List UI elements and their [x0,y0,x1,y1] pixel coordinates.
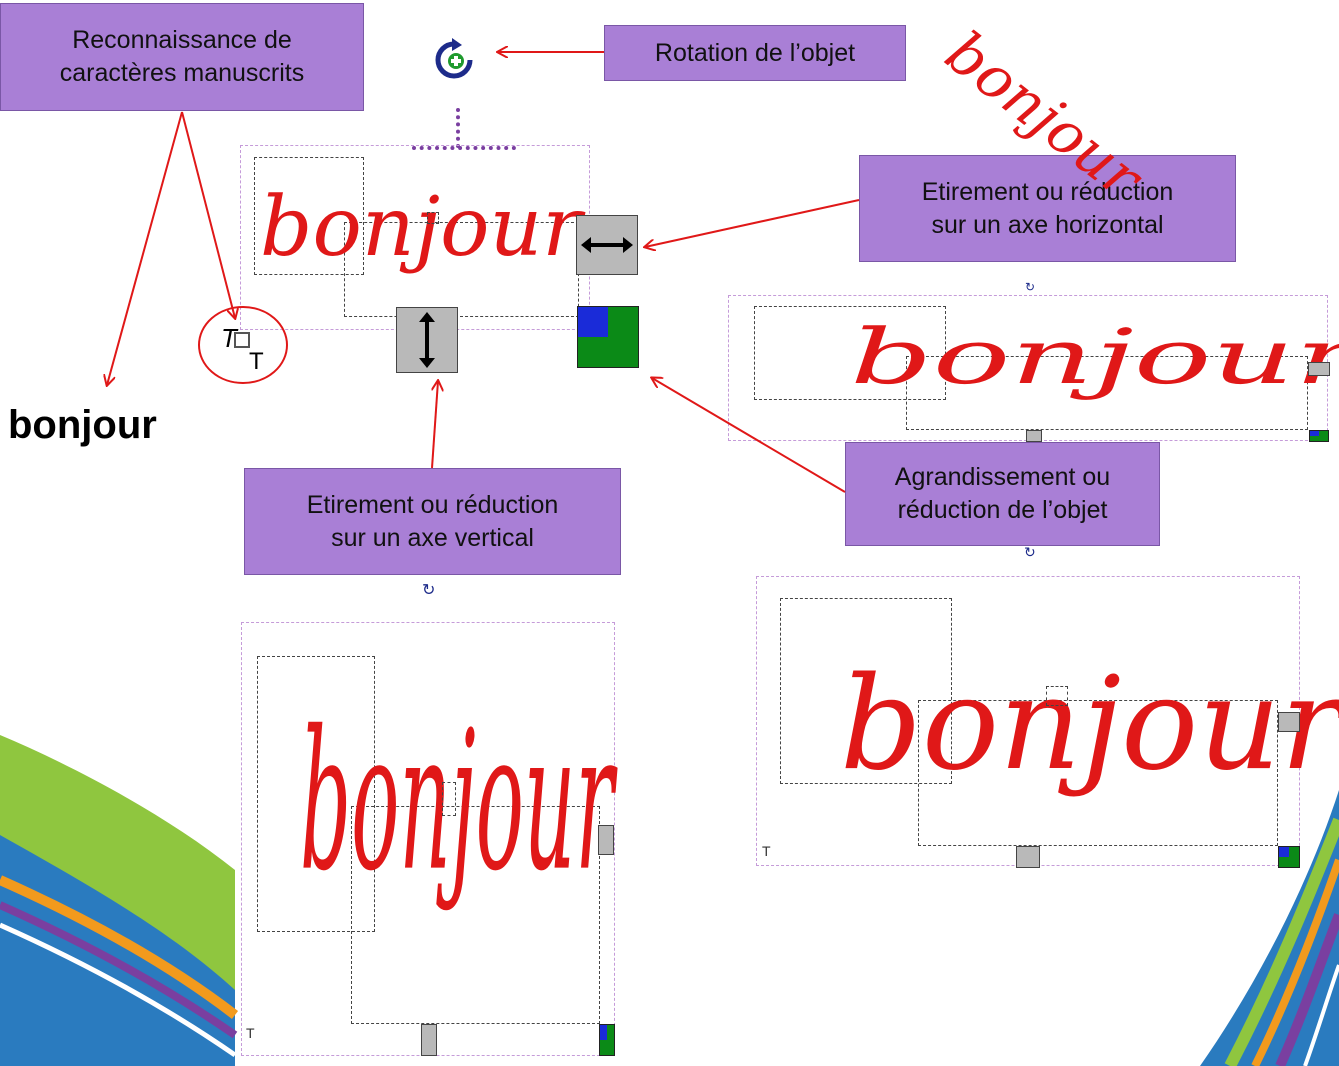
handwritten-word: bonjour [260,180,582,275]
callout-horizontal-stretch: Etirement ou réduction sur un axe horizo… [859,155,1236,262]
recognized-text: bonjour [8,403,157,447]
handwritten-word-large: bonjour [840,650,1339,799]
text-recognition-icon[interactable]: T T [197,305,293,385]
callout-line: Agrandissement ou [894,463,1111,491]
callout-line: caractères manuscrits [59,59,305,87]
text-recognition-icon: T [762,843,771,859]
rotate-icon: ↻ [1024,544,1036,560]
rotate-icon: ↻ [1025,280,1036,294]
ink-bounding-box [754,306,946,400]
arrow-to-recognition-icon [181,111,235,318]
callout-rotation: Rotation de l’objet [604,25,906,81]
callout-line: sur un axe horizontal [931,210,1164,239]
callout-line: Rotation de l’objet [654,38,856,67]
arrow-to-horizontal [645,199,860,247]
ink-bounding-box [351,806,600,1024]
horizontal-stretch-icon[interactable] [576,215,638,275]
callout-line: réduction de l’objet [897,496,1108,524]
horizontal-stretch-icon [598,825,614,855]
horizontal-stretch-icon [1308,362,1330,376]
callout-vertical-stretch: Etirement ou réduction sur un axe vertic… [244,468,621,575]
horizontal-stretch-icon [1278,712,1300,732]
vertical-stretch-icon [1026,430,1042,442]
anchor-point [427,212,439,224]
ink-bounding-box [257,656,375,932]
handwritten-word-wide: bonjour [850,312,1339,401]
ink-bounding-box [918,700,1278,846]
rotation-stem [456,108,460,148]
arrow-to-vertical [431,381,438,469]
vertical-stretch-icon [421,1024,437,1056]
scale-icon [599,1024,615,1056]
vertical-stretch-icon [1016,846,1040,868]
arrow-to-recognized-text [107,111,183,385]
callout-line: Etirement ou réduction [921,177,1174,206]
text-recognition-icon: T [246,1025,255,1041]
callout-line: Reconnaissance de [72,26,292,54]
callout-scale: Agrandissement ou réduction de l’objet [845,442,1160,546]
ink-bounding-box [780,598,952,784]
callout-handwriting-recognition: Reconnaissance de caractères manuscrits [0,3,364,111]
vertical-stretch-icon[interactable] [396,307,458,373]
ink-bounding-box [254,157,364,275]
arrow-to-scale [652,378,846,493]
callout-line: sur un axe vertical [331,523,534,552]
ink-bounding-box [906,356,1308,430]
callout-line: Etirement ou réduction [306,490,559,519]
scale-icon [1278,846,1300,868]
rotate-icon: ↻ [422,582,436,599]
anchor-point [442,782,456,816]
rotation-stem-base [412,146,516,150]
rotate-icon[interactable] [432,38,476,82]
anchor-point [1046,686,1068,706]
handwritten-word-tall: bonjour [300,690,614,914]
scale-icon [1309,430,1329,442]
scale-icon[interactable] [577,306,639,368]
svg-text:T: T [249,348,264,375]
